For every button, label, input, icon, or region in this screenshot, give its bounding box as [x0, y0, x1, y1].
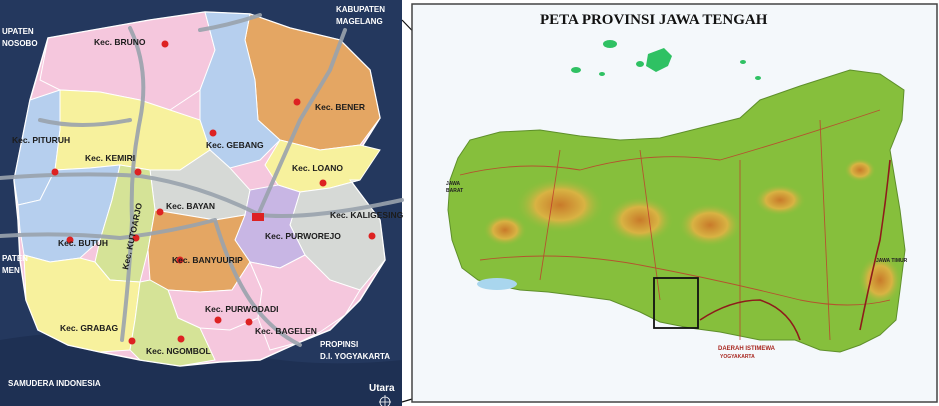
purworejo-district-map: Kec. BRUNO Kec. BENER Kec. GEBANG Kec. P… — [0, 0, 404, 406]
label-butuh: Kec. BUTUH — [58, 238, 108, 248]
label-loano: Kec. LOANO — [292, 163, 343, 173]
district-labels: Kec. BRUNO Kec. BENER Kec. GEBANG Kec. P… — [12, 37, 404, 356]
district-gebang — [199, 11, 281, 169]
label-ngombol: Kec. NGOMBOL — [146, 346, 211, 356]
java-mainland — [447, 69, 906, 353]
label-bener: Kec. BENER — [315, 102, 365, 112]
label-jawa-barat-line2: BARAT — [446, 188, 463, 194]
label-pituruh: Kec. PITURUH — [12, 135, 70, 145]
label-kemiri: Kec. KEMIRI — [85, 153, 135, 163]
label-bruno: Kec. BRUNO — [94, 37, 146, 47]
zoom-area-box — [653, 277, 699, 329]
map-title: PETA PROVINSI JAWA TENGAH — [540, 12, 768, 28]
label-magelang-line2: MAGELANG — [336, 17, 383, 26]
inset-road-network — [459, 109, 891, 341]
label-yogya-line1: PROPINSI — [320, 340, 358, 349]
label-diy-line1: DAERAH ISTIMEWA — [718, 346, 776, 352]
label-jawa-timur: JAWA TIMUR — [876, 258, 908, 264]
label-diy-line2: YOGYAKARTA — [720, 354, 755, 360]
coastal-lagoon — [477, 278, 517, 290]
label-yogya-line2: D.I. YOGYAKARTA — [320, 352, 390, 361]
label-grabag: Kec. GRABAG — [60, 323, 118, 333]
label-jawa-barat-line1: JAWA — [446, 181, 461, 187]
label-bayan: Kec. BAYAN — [166, 201, 215, 211]
label-magelang-line1: KABUPATEN — [336, 5, 385, 14]
label-gebang: Kec. GEBANG — [206, 140, 264, 150]
label-bagelen: Kec. BAGELEN — [255, 326, 317, 336]
capital-marker — [252, 213, 264, 221]
label-kebumen-line1: PATEN — [2, 254, 28, 263]
compass-rose-icon — [379, 395, 391, 406]
road-network — [0, 13, 404, 347]
province-borders — [699, 159, 891, 341]
islands — [571, 40, 761, 80]
label-wonosobo-line2: NOSOBO — [2, 39, 38, 48]
central-java-map: PETA PROVINSI JAWA TENGAH — [411, 3, 938, 403]
mountain-relief — [483, 158, 902, 306]
label-kebumen-line2: MEN — [2, 266, 20, 275]
district-markers — [51, 40, 376, 345]
label-purwodadi: Kec. PURWODADI — [205, 304, 279, 314]
label-wonosobo-line1: UPATEN — [2, 27, 34, 36]
label-north: Utara — [369, 383, 395, 394]
label-kaligesing: Kec. KALIGESING — [330, 210, 404, 220]
label-ocean: SAMUDERA INDONESIA — [8, 379, 101, 388]
label-purworejo: Kec. PURWOREJO — [265, 231, 341, 241]
label-banyuurip: Kec. BANYUURIP — [172, 255, 243, 265]
